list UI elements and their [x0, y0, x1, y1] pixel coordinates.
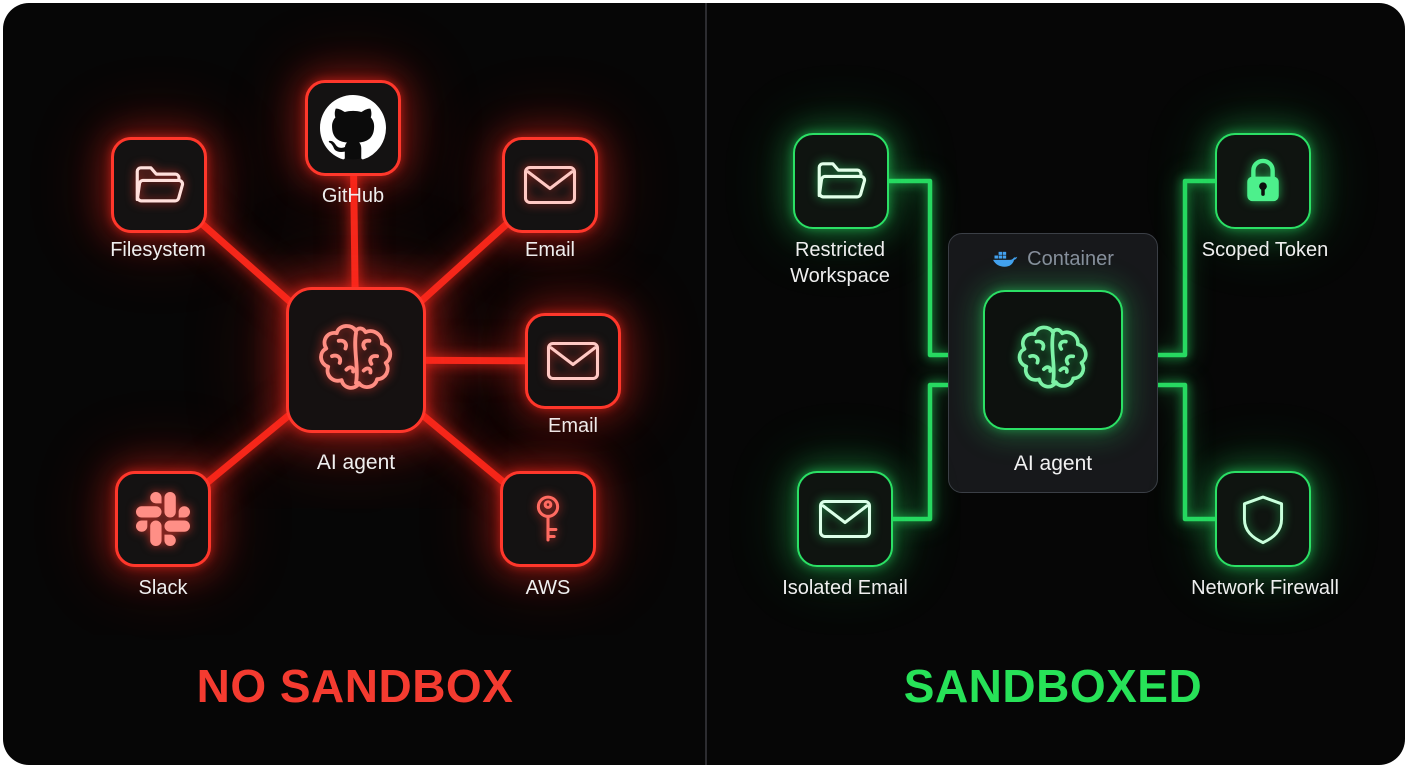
container-label: Container [1027, 248, 1114, 270]
slack-icon [136, 492, 190, 546]
diagram-canvas: Filesystem GitHub Email [3, 3, 1405, 765]
connection-line [890, 382, 951, 522]
docker-icon [992, 249, 1018, 270]
node-scoped-token [1215, 133, 1311, 229]
sandboxed-panel: Restricted Workspace Scoped Token [704, 3, 1405, 765]
connection-line [1155, 178, 1218, 358]
node-slack [115, 471, 211, 567]
no-sandbox-panel: Filesystem GitHub Email [3, 3, 707, 765]
node-label: Slack [138, 577, 188, 599]
panel-title-no-sandbox: NO SANDBOX [196, 660, 514, 712]
node-email-right [525, 313, 621, 409]
node-aws [500, 471, 596, 567]
node-label: Isolated Email [782, 577, 908, 599]
envelope-icon [545, 339, 601, 383]
node-label: Network Firewall [1191, 577, 1339, 599]
node-label: GitHub [321, 185, 385, 207]
node-github [305, 80, 401, 176]
envelope-icon [522, 163, 578, 207]
key-icon [520, 491, 576, 547]
container-header: Container [949, 248, 1157, 271]
connection-line [1155, 382, 1218, 522]
lock-icon [1235, 153, 1291, 209]
node-label: Email [547, 415, 598, 437]
node-label: Scoped Token [1201, 239, 1329, 261]
github-icon [320, 95, 386, 161]
node-isolated-email [797, 471, 893, 567]
node-label: Filesystem [110, 239, 206, 261]
node-label: Email [524, 239, 575, 261]
node-restricted-workspace [793, 133, 889, 229]
node-label: AI agent [1013, 452, 1093, 475]
node-network-firewall [1215, 471, 1311, 567]
node-label: AI agent [316, 451, 396, 474]
panel-title-sandboxed: SANDBOXED [903, 660, 1203, 712]
envelope-icon [817, 497, 873, 541]
panel-divider [705, 3, 707, 765]
brain-icon [308, 312, 404, 408]
folder-icon [812, 152, 870, 210]
folder-icon [130, 156, 188, 214]
node-label: Restricted Workspace [790, 239, 890, 287]
node-email-top [502, 137, 598, 233]
shield-icon [1236, 492, 1290, 546]
container-box: Container AI agent [948, 233, 1158, 493]
brain-icon [1007, 314, 1099, 406]
node-ai-agent [286, 287, 426, 433]
node-filesystem [111, 137, 207, 233]
node-ai-agent-sandboxed [983, 290, 1123, 430]
node-label: AWS [525, 577, 571, 599]
